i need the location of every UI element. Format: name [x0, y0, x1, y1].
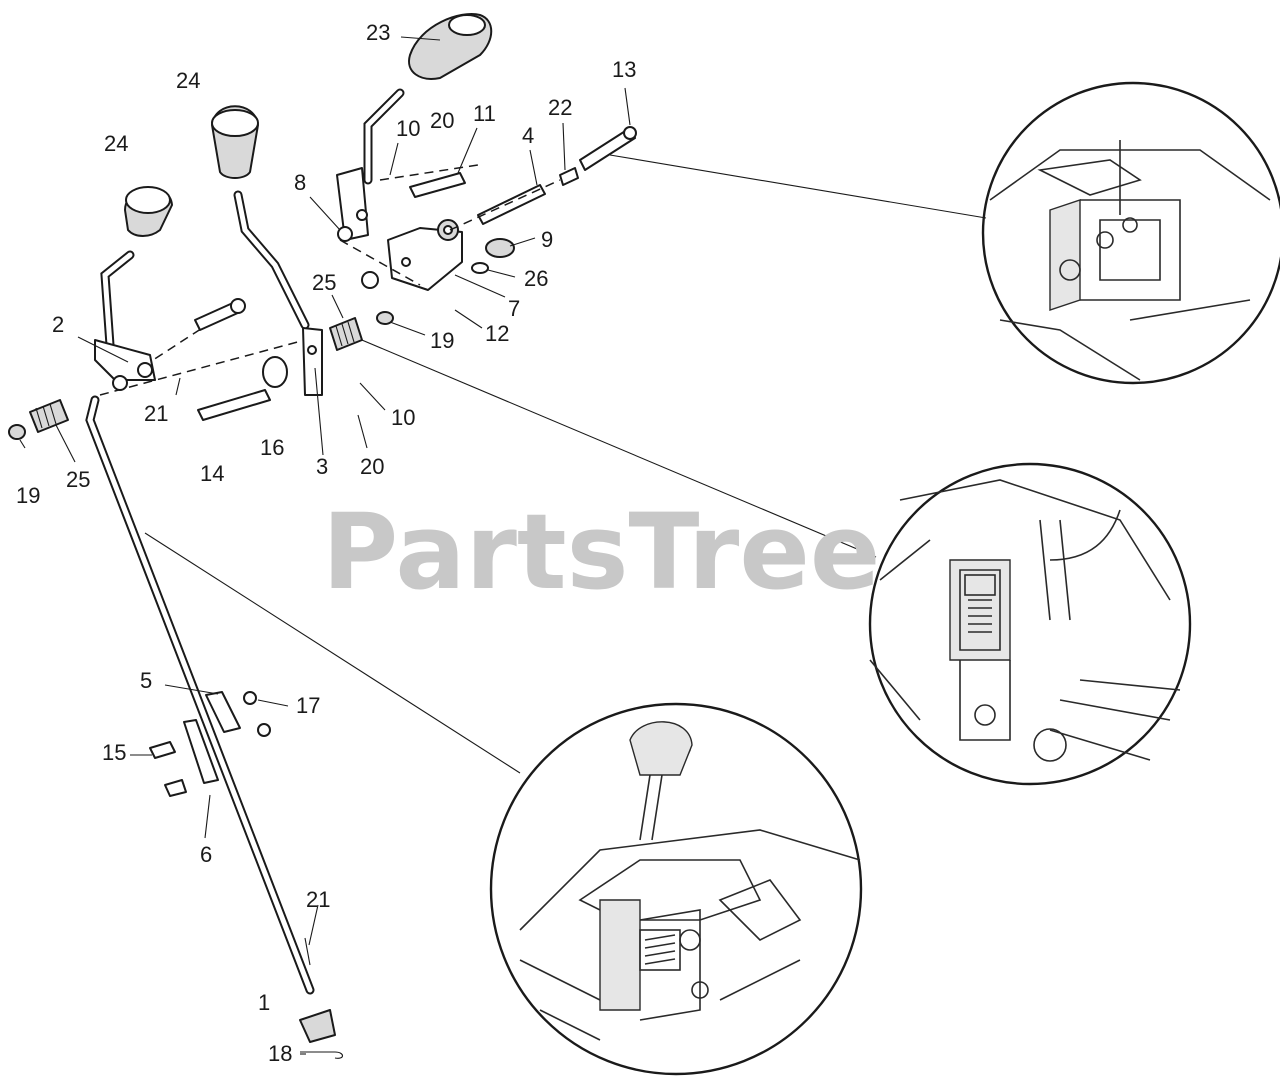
detail-leader-bottom	[144, 532, 521, 774]
detail-leader-mid	[349, 334, 877, 558]
callout-15: 15	[102, 740, 126, 765]
callout-1: 1	[258, 990, 270, 1015]
callout-20-top: 20	[430, 108, 454, 133]
detail-view-top-right	[981, 81, 1280, 385]
callout-leaders	[19, 36, 631, 1055]
callout-21-upper: 21	[144, 401, 168, 426]
callout-25-lower: 25	[66, 467, 90, 492]
callout-7: 7	[508, 296, 520, 321]
parts-linework	[8, 13, 637, 1059]
callout-6: 6	[200, 842, 212, 867]
callout-labels: 1 2 3 4 5 6 7 8 9 10 10 11 12 13 14 15 1…	[16, 20, 636, 1066]
detail-view-mid-right	[868, 462, 1192, 786]
callout-3: 3	[316, 454, 328, 479]
callout-11: 11	[473, 101, 496, 126]
callout-20-mid: 20	[360, 454, 384, 479]
callout-2: 2	[52, 312, 64, 337]
callout-22: 22	[548, 95, 572, 120]
callout-23: 23	[366, 20, 390, 45]
callout-17: 17	[296, 693, 320, 718]
callout-19-left: 19	[16, 483, 40, 508]
callout-24-upper: 24	[176, 68, 200, 93]
callout-4: 4	[522, 123, 534, 148]
detail-leader-top	[609, 154, 987, 219]
callout-10-top: 10	[396, 116, 420, 141]
callout-8: 8	[294, 170, 306, 195]
callout-25-upper: 25	[312, 270, 336, 295]
callout-18: 18	[268, 1041, 292, 1066]
callout-10-mid: 10	[391, 405, 415, 430]
callout-14: 14	[200, 461, 224, 486]
callout-16: 16	[260, 435, 284, 460]
detail-view-bottom-center	[489, 702, 863, 1076]
callout-21-lower: 21	[306, 887, 330, 912]
callout-24-lower: 24	[104, 131, 128, 156]
watermark: PartsTree	[322, 491, 880, 613]
callout-5: 5	[140, 668, 152, 693]
callout-9: 9	[541, 227, 553, 252]
callout-19-right: 19	[430, 328, 454, 353]
callout-12: 12	[485, 321, 509, 346]
callout-26: 26	[524, 266, 548, 291]
callout-13: 13	[612, 57, 636, 82]
